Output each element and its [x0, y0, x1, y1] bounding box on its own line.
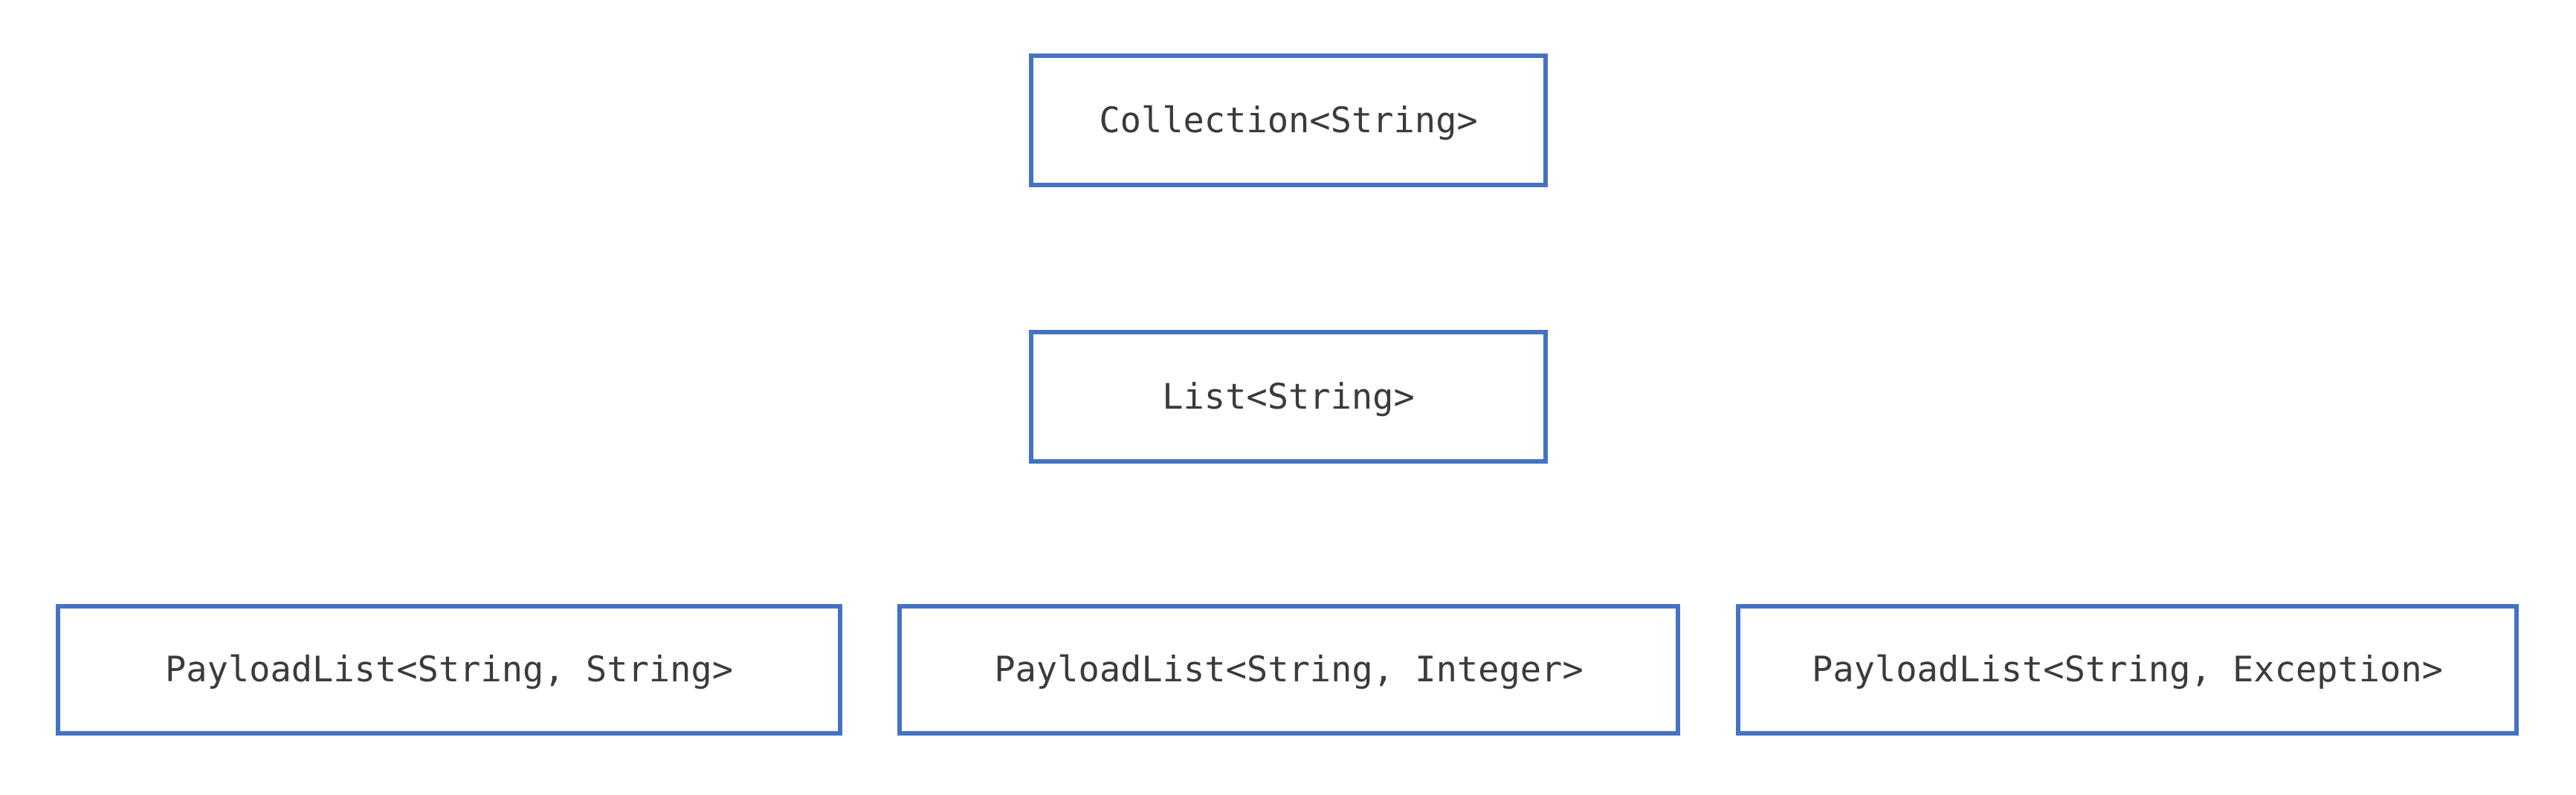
- class-node-payload-list-integer[interactable]: PayloadList<String, Integer>: [897, 604, 1680, 736]
- class-node-payload-list-exception-label: PayloadList<String, Exception>: [1812, 649, 2443, 690]
- class-node-list-label: List<String>: [1162, 376, 1415, 418]
- class-node-collection[interactable]: Collection<String>: [1029, 53, 1548, 187]
- class-node-payload-list-string-label: PayloadList<String, String>: [164, 649, 733, 690]
- class-node-collection-label: Collection<String>: [1099, 100, 1478, 141]
- class-node-payload-list-string[interactable]: PayloadList<String, String>: [56, 604, 842, 736]
- class-node-list[interactable]: List<String>: [1029, 330, 1548, 464]
- class-node-payload-list-integer-label: PayloadList<String, Integer>: [994, 649, 1584, 690]
- class-node-payload-list-exception[interactable]: PayloadList<String, Exception>: [1736, 604, 2519, 736]
